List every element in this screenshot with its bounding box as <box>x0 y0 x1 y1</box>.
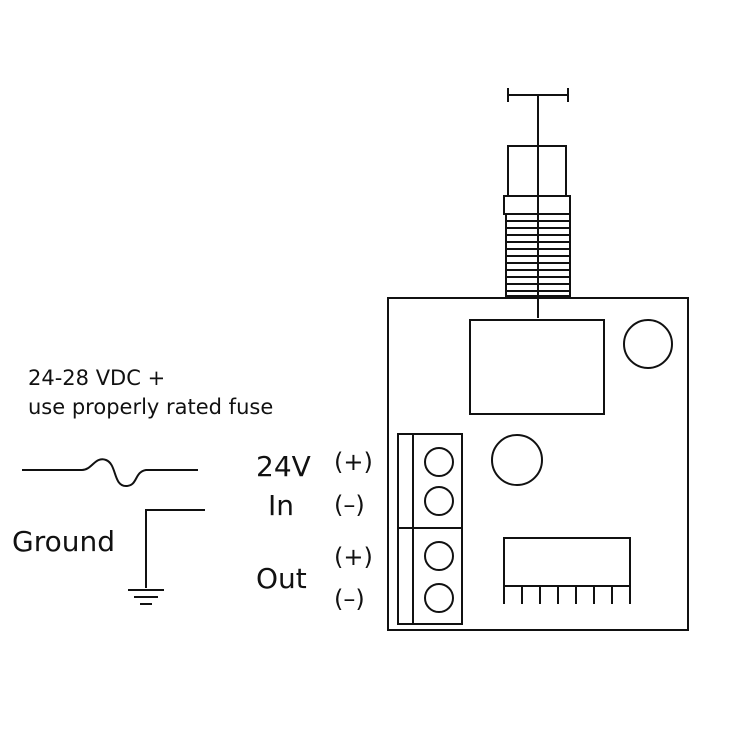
terminal-screw-3 <box>424 541 454 571</box>
ground-symbol <box>128 509 205 605</box>
capacitor-top-right <box>623 319 673 369</box>
capacitor-middle <box>491 434 543 486</box>
input-minus-label: (–) <box>334 491 365 519</box>
input-label: In <box>268 489 294 522</box>
input-plus-label: (+) <box>334 448 373 476</box>
relay-component <box>469 319 605 415</box>
antenna-threaded-barrel <box>505 213 571 297</box>
ground-label: Ground <box>12 525 115 558</box>
terminal-screw-4 <box>424 583 454 613</box>
output-plus-label: (+) <box>334 543 373 571</box>
terminal-screw-1 <box>424 447 454 477</box>
fuse-note-label: use properly rated fuse <box>28 395 273 419</box>
supply-voltage-label: 24-28 VDC + <box>28 366 165 390</box>
circuit-board <box>387 297 689 631</box>
ic-chip <box>503 537 631 604</box>
fuse-symbol <box>22 458 198 488</box>
output-minus-label: (–) <box>334 585 365 613</box>
input-voltage-label: 24V <box>256 450 311 483</box>
terminal-screw-2 <box>424 486 454 516</box>
output-label: Out <box>256 562 307 595</box>
terminal-block <box>397 433 463 625</box>
